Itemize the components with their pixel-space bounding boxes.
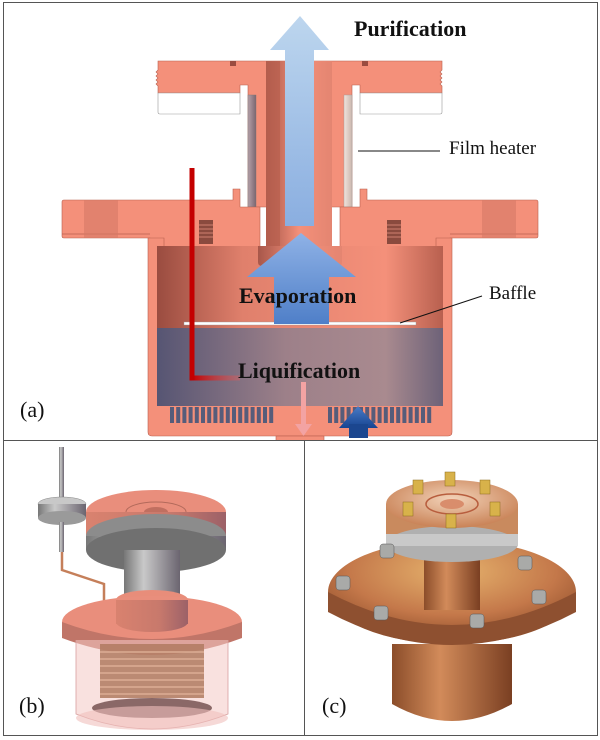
- evaporation-label: Evaporation: [239, 283, 357, 308]
- panel-a-label: (a): [20, 397, 45, 422]
- liquid-outlet-arrow: [295, 382, 312, 436]
- fin: [232, 407, 236, 423]
- fin: [250, 407, 255, 423]
- liquid-region: [157, 328, 443, 406]
- cad-model-render: [37, 447, 242, 730]
- baffle-label: Baffle: [489, 283, 537, 304]
- panel-c-label: (c): [322, 693, 347, 718]
- panel-divider-horizontal: [3, 440, 598, 441]
- panel-divider-vertical: [304, 440, 305, 736]
- fin: [238, 407, 243, 423]
- panel-a: Purification Film heater Evaporation Baf…: [20, 16, 539, 440]
- fin: [328, 407, 332, 423]
- film-heater-label: Film heater: [449, 138, 537, 159]
- brass-nuts: [402, 471, 501, 529]
- photo-assembled-cell: [328, 471, 576, 721]
- baffle-leader: [399, 295, 483, 324]
- fin: [371, 407, 376, 423]
- fin: [390, 407, 394, 423]
- screw-right: [387, 220, 401, 244]
- fin: [427, 407, 432, 423]
- fin: [263, 407, 267, 423]
- fin: [170, 407, 174, 423]
- fin: [219, 407, 224, 423]
- liquification-label: Liquification: [238, 358, 361, 383]
- fin: [377, 407, 382, 423]
- fin: [256, 407, 261, 423]
- fin: [346, 407, 351, 423]
- fin: [396, 407, 401, 423]
- fin: [383, 407, 388, 423]
- fin: [334, 407, 339, 423]
- panel-b-label: (b): [19, 693, 45, 718]
- fin: [269, 407, 274, 423]
- gas-inlet-arrow: [339, 406, 378, 430]
- socket-screws: [335, 543, 547, 629]
- fin: [402, 407, 407, 423]
- fin: [207, 407, 212, 423]
- panel-c: (c): [306, 442, 598, 736]
- fin: [182, 407, 187, 423]
- fin: [421, 407, 425, 423]
- copper-coil: [100, 644, 204, 698]
- fin: [408, 407, 413, 423]
- figure-frame: [3, 2, 598, 736]
- panel-b: (b): [4, 442, 304, 736]
- fin: [365, 407, 370, 423]
- fin: [244, 407, 249, 423]
- fin: [201, 407, 205, 423]
- cross-section-diagram: [61, 16, 539, 440]
- film-heater-left: [247, 94, 257, 208]
- fin: [176, 407, 181, 423]
- fin: [213, 407, 218, 423]
- evaporation-arrow: [247, 233, 356, 324]
- film-heater-right: [343, 94, 353, 208]
- fin: [188, 407, 193, 423]
- screw-left: [199, 220, 213, 244]
- fin: [340, 407, 345, 423]
- purification-arrow: [270, 16, 329, 226]
- purification-label: Purification: [354, 16, 467, 41]
- fin: [225, 407, 230, 423]
- fin: [414, 407, 419, 423]
- fin: [194, 407, 199, 423]
